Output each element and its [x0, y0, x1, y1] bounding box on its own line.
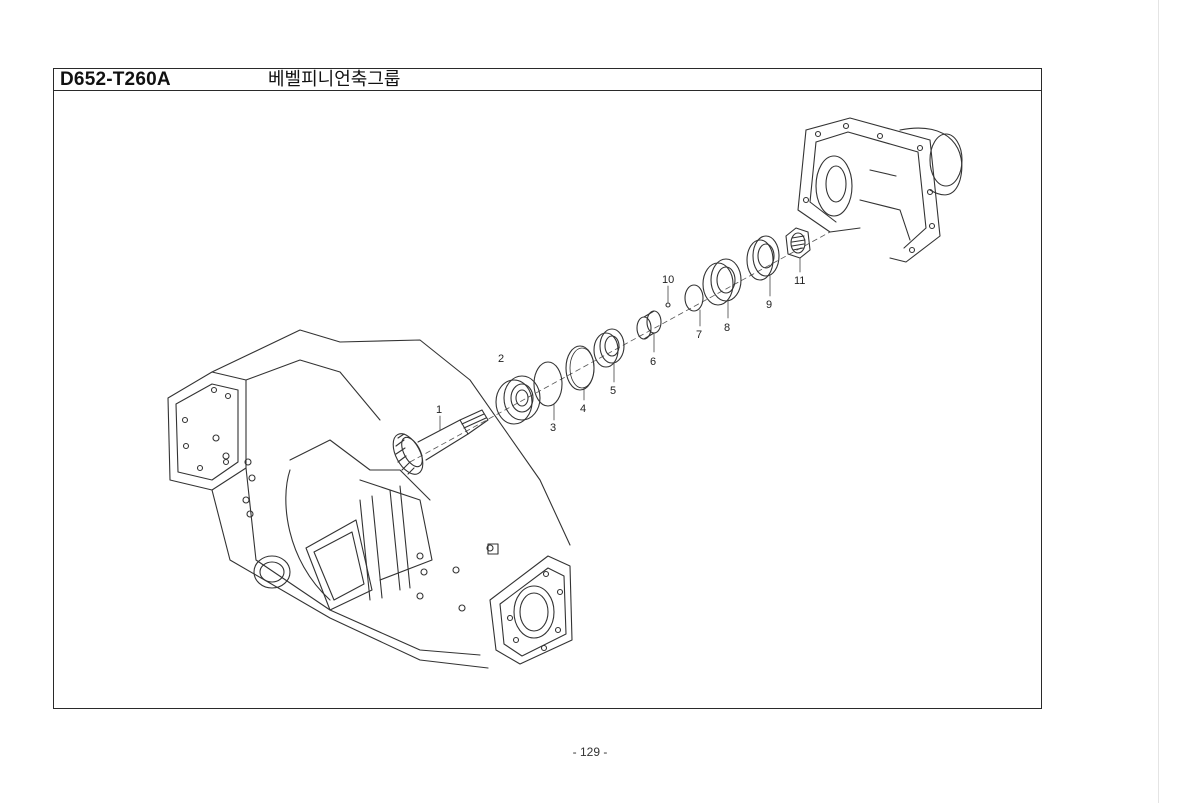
nut-part-11: [785, 227, 811, 259]
diagram-frame: D652-T260A 베벨피니언축그룹: [53, 68, 1042, 709]
callout-9: 9: [766, 299, 772, 311]
assembly-axis: [409, 231, 831, 463]
collar-part-6: [636, 310, 662, 340]
snap-ring-part-3: [533, 361, 563, 407]
header-bar: D652-T260A 베벨피니언축그룹: [54, 69, 1041, 91]
callout-5: 5: [610, 385, 616, 397]
callout-1: 1: [436, 404, 442, 416]
callout-3: 3: [550, 422, 556, 434]
callout-2: 2: [498, 353, 504, 365]
scan-edge-line: [1158, 0, 1159, 803]
model-code: D652-T260A: [60, 69, 171, 90]
axle-housing: [167, 329, 573, 669]
callout-11: 11: [794, 275, 805, 287]
leader-lines: [439, 257, 801, 431]
callout-10: 10: [662, 274, 674, 286]
ball-part-10: [665, 302, 671, 308]
bearing-part-5: [593, 328, 625, 368]
page-number: - 129 -: [572, 745, 608, 759]
seal-part-9: [746, 235, 780, 281]
callout-labels: 1 2 3 4 5 6 7 8 9 10 11: [436, 274, 805, 434]
bearing-part-2: [495, 375, 541, 425]
drive-housing: [797, 117, 963, 263]
bevel-pinion-shaft: [392, 409, 489, 475]
group-title: 베벨피니언축그룹: [268, 69, 401, 90]
o-ring-part-7: [684, 284, 704, 312]
callout-4: 4: [580, 403, 586, 415]
bearing-part-8: [702, 258, 742, 306]
callout-7: 7: [696, 329, 702, 341]
callout-6: 6: [650, 356, 656, 368]
ring-inner-edge: [569, 347, 595, 389]
callout-8: 8: [724, 322, 730, 334]
